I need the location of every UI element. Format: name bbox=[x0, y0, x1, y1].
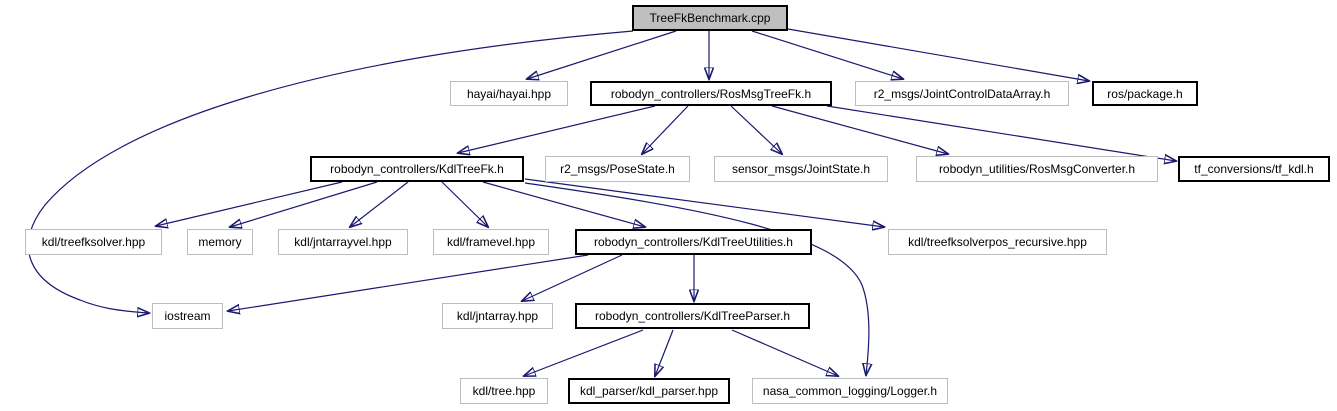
node-kdl-parser-hpp[interactable]: kdl_parser/kdl_parser.hpp bbox=[568, 378, 730, 404]
edge-kdltreeutilities-jntarray bbox=[522, 254, 623, 301]
node-treefksolver-hpp: kdl/treefksolver.hpp bbox=[25, 229, 162, 255]
edge-benchmark-rospackage bbox=[787, 28, 1089, 81]
node-kdl-tree-hpp: kdl/tree.hpp bbox=[460, 378, 548, 404]
node-kdltreefk-h[interactable]: robodyn_controllers/KdlTreeFk.h bbox=[310, 156, 524, 182]
node-kdltreeutilities-h[interactable]: robodyn_controllers/KdlTreeUtilities.h bbox=[575, 229, 812, 255]
edge-kdltreefk-framevel bbox=[441, 181, 488, 227]
node-framevel-hpp: kdl/framevel.hpp bbox=[433, 229, 549, 255]
edge-kdltreefk-treefksolverposrec bbox=[524, 178, 884, 227]
node-hayai-hpp: hayai/hayai.hpp bbox=[450, 81, 568, 106]
node-memory: memory bbox=[187, 229, 253, 255]
node-ros-package-h[interactable]: ros/package.h bbox=[1092, 81, 1198, 106]
node-jntarray-hpp: kdl/jntarray.hpp bbox=[442, 303, 553, 329]
edge-rosmsgtreefk-posestate bbox=[642, 105, 689, 154]
node-logger-h: nasa_common_logging/Logger.h bbox=[752, 378, 948, 404]
edge-kdltreefk-treefksolver bbox=[156, 181, 343, 226]
edge-kdltreeparser-logger bbox=[731, 329, 838, 376]
node-tf-kdl-h[interactable]: tf_conversions/tf_kdl.h bbox=[1178, 156, 1330, 182]
edge-benchmark-jointcontroldata bbox=[751, 30, 903, 79]
edge-rosmsgtreefk-tfkdl bbox=[826, 105, 1176, 161]
node-jointcontroldataarray-h: r2_msgs/JointControlDataArray.h bbox=[855, 81, 1069, 106]
node-kdltreeparser-h[interactable]: robodyn_controllers/KdlTreeParser.h bbox=[575, 303, 810, 329]
node-jntarrayvel-hpp: kdl/jntarrayvel.hpp bbox=[278, 229, 408, 255]
edge-rosmsgtreefk-rosmsgconverter bbox=[771, 105, 948, 154]
edge-kdltreefk-kdltreeutilities bbox=[482, 181, 645, 227]
node-rosmsgtreefk-h[interactable]: robodyn_controllers/RosMsgTreeFk.h bbox=[590, 81, 832, 106]
node-treefksolverpos-recursive-hpp: kdl/treefksolverpos_recursive.hpp bbox=[888, 229, 1107, 255]
edge-kdltreeparser-kdlparser bbox=[655, 329, 674, 376]
edge-kdltreefk-jntarrayvel bbox=[350, 181, 409, 227]
node-iostream: iostream bbox=[152, 303, 223, 329]
edge-rosmsgtreefk-jointstate bbox=[730, 105, 782, 154]
node-posestate-h: r2_msgs/PoseState.h bbox=[545, 156, 690, 182]
edge-rosmsgtreefk-kdltreefk bbox=[458, 105, 656, 153]
node-rosmsgconverter-h: robodyn_utilities/RosMsgConverter.h bbox=[916, 156, 1158, 182]
node-jointstate-h: sensor_msgs/JointState.h bbox=[714, 156, 888, 182]
edge-kdltreefk-logger bbox=[524, 182, 869, 375]
edge-benchmark-hayai bbox=[527, 30, 677, 79]
edge-benchmark-iostream bbox=[27, 30, 634, 313]
edge-kdltreeparser-kdltree bbox=[524, 329, 644, 376]
edge-kdltreefk-memory bbox=[230, 181, 378, 227]
edge-kdltreeutilities-iostream bbox=[228, 254, 589, 311]
node-treefkbenchmark-cpp: TreeFkBenchmark.cpp bbox=[632, 5, 788, 31]
